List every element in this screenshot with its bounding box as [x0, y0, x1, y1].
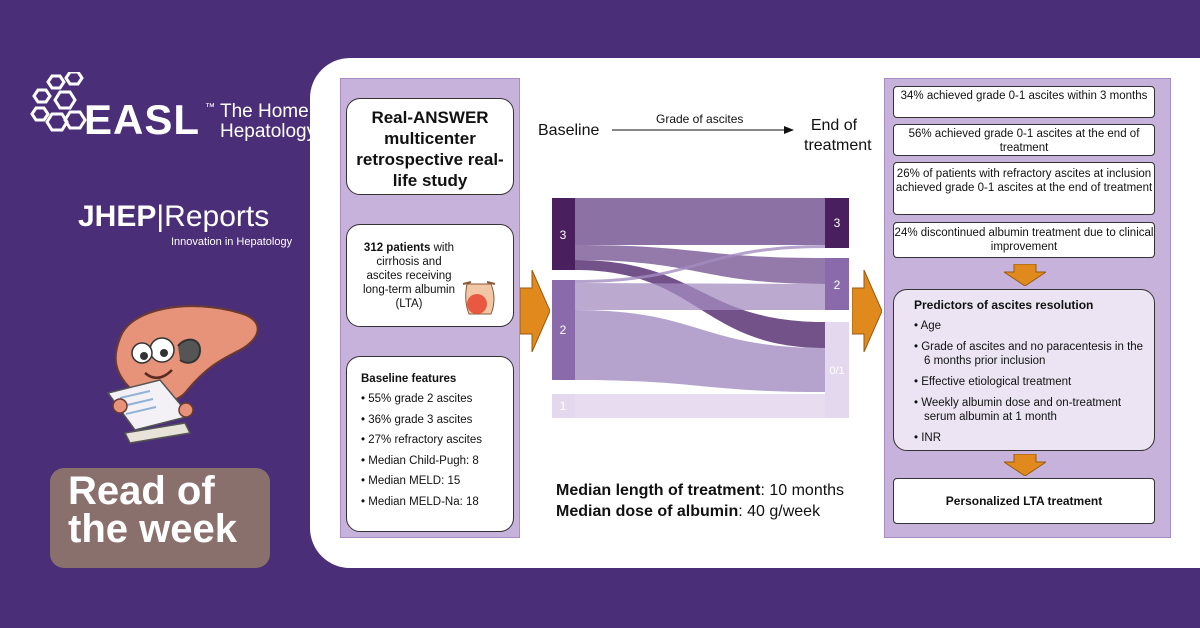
feature-item: 27% refractory ascites — [361, 434, 513, 446]
jhep-subtitle: Innovation in Hepatology — [171, 236, 293, 248]
study-title-box: Real-ANSWER multicenter retrospective re… — [346, 98, 514, 195]
node-label-end-01: 0/1 — [829, 365, 844, 377]
predictors-title: Predictors of ascites resolution — [914, 298, 1094, 312]
predictor-item: INR — [914, 431, 1144, 445]
arrow-right-icon — [612, 126, 794, 134]
easl-logo: EASL ™ The Home of Hepatology — [30, 72, 330, 143]
result-box: 24% discontinued albumin treatment due t… — [893, 222, 1155, 258]
jhep-bold: JHEP — [78, 200, 157, 233]
flow-2-to-3 — [575, 245, 825, 283]
dose-value: : 40 g/week — [738, 503, 821, 520]
grade-of-ascites-label: Grade of ascites — [656, 112, 744, 126]
node-label-baseline-2: 2 — [560, 323, 567, 337]
node-baseline-2 — [552, 280, 575, 380]
predictors-box: Predictors of ascites resolution Age Gra… — [893, 289, 1155, 451]
predictor-item: Grade of ascites and no paracentesis in … — [914, 340, 1144, 368]
orange-arrow-down-icon — [1004, 264, 1046, 286]
flow-1-to-01 — [575, 394, 825, 418]
length-label: Median length of treatment — [556, 482, 761, 499]
feature-item: 55% grade 2 ascites — [361, 393, 513, 405]
features-title: Baseline features — [361, 373, 457, 385]
treatment-stats: Median length of treatment: 10 months Me… — [556, 480, 844, 522]
patients-box: 312 patients with cirrhosis and ascites … — [346, 224, 514, 327]
read-of-the-week-badge: Read of the week — [50, 468, 270, 568]
dose-label: Median dose of albumin — [556, 503, 739, 520]
easl-hexagon-icon — [30, 72, 87, 132]
predictor-item: Weekly albumin dose and on-treatment ser… — [914, 396, 1144, 424]
easl-tagline: The Home of Hepatology — [220, 101, 330, 142]
personalized-treatment-box: Personalized LTA treatment — [893, 478, 1155, 524]
result-box: 34% achieved grade 0-1 ascites within 3 … — [893, 86, 1155, 118]
node-baseline-1 — [552, 394, 575, 418]
predictor-item: Effective etiological treatment — [914, 375, 1144, 389]
trademark: ™ — [205, 102, 215, 113]
feature-item: Median Child-Pugh: 8 — [361, 455, 513, 467]
orange-arrow-down-icon — [1004, 454, 1046, 476]
patients-count: 312 patients — [363, 242, 431, 254]
easl-wordmark: EASL — [84, 96, 201, 143]
feature-item: 36% grade 3 ascites — [361, 414, 513, 426]
flow-2-to-2 — [575, 283, 825, 310]
orange-arrow-right-icon — [520, 270, 550, 352]
jhep-reports-logo: JHEP|Reports Innovation in Hepatology — [78, 200, 293, 248]
length-value: : 10 months — [760, 482, 845, 499]
result-box: 26% of patients with refractory ascites … — [893, 162, 1155, 215]
badge-line-2: the week — [68, 507, 237, 551]
baseline-features-box: Baseline features 55% grade 2 ascites 36… — [346, 356, 514, 532]
orange-arrow-right-icon — [852, 270, 882, 352]
flow-3-to-3 — [575, 198, 825, 245]
node-end-01 — [825, 322, 849, 418]
abdomen-icon — [462, 281, 496, 315]
node-baseline-3 — [552, 198, 575, 270]
liver-mascot-illustration — [106, 305, 259, 444]
result-box: 56% achieved grade 0-1 ascites at the en… — [893, 124, 1155, 156]
baseline-label: Baseline — [538, 122, 600, 139]
node-label-end-2: 2 — [834, 278, 841, 292]
sankey-diagram: 3 2 1 3 2 0/1 — [552, 198, 849, 418]
badge-line-1: Read of — [68, 469, 215, 513]
node-label-baseline-3: 3 — [560, 228, 567, 242]
node-label-baseline-1: 1 — [560, 399, 567, 413]
end-label-1: End of — [810, 117, 858, 134]
feature-item: Median MELD-Na: 18 — [361, 496, 513, 508]
flow-2-to-01 — [575, 310, 825, 392]
jhep-reports: Reports — [164, 200, 270, 233]
end-of-treatment-label: End of treatment — [804, 116, 872, 156]
node-label-end-3: 3 — [834, 216, 841, 230]
predictor-item: Age — [914, 319, 1144, 333]
patients-description: with cirrhosis and ascites receiving lon… — [362, 242, 456, 310]
node-end-3 — [825, 198, 849, 248]
end-label-2: treatment — [804, 137, 872, 154]
node-end-2 — [825, 258, 849, 310]
feature-item: Median MELD: 15 — [361, 475, 513, 487]
